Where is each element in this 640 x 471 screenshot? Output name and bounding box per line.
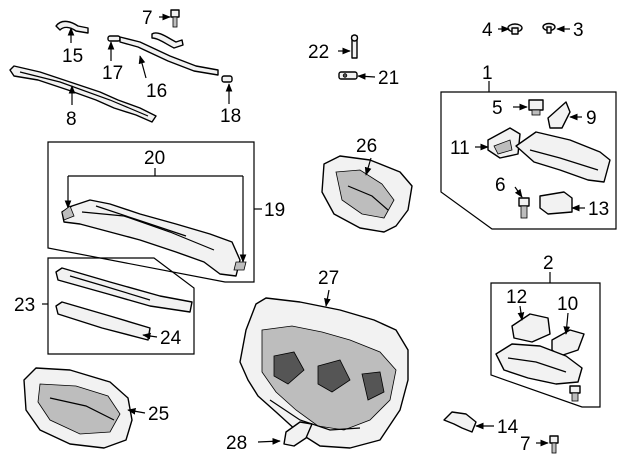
callout-10: 10 [557,294,578,315]
part-6-bolt [518,197,530,219]
callout-16: 16 [146,81,167,102]
callout-25: 25 [148,404,169,425]
callout-26: 26 [356,136,377,157]
group-1-frame [440,91,617,230]
group-2-frame [490,282,601,408]
part-2-duct [495,343,583,385]
part-28-bracket [283,421,313,447]
part-1-cowl-top [515,131,611,183]
part-8-cowl-bar [9,65,157,123]
group-23-frame [47,257,195,355]
callout-21: 21 [378,68,399,89]
part-21-bracket [338,71,358,80]
callout-8: 8 [66,109,77,130]
callout-labels: 1 2 3 4 5 6 7 7 8 9 10 11 12 13 14 15 16… [14,8,609,455]
callout-4: 4 [482,20,493,41]
callout-7-top: 7 [142,8,153,29]
part-22-clip [350,34,359,59]
part-15-hose [55,20,89,34]
part-25-dash-panel [23,367,133,449]
callout-15: 15 [62,46,83,67]
callout-9: 9 [586,108,597,129]
callout-27: 27 [318,268,339,289]
callout-1: 1 [482,63,493,84]
callout-18: 18 [220,106,241,127]
part-26-insulator [321,155,413,233]
callout-5: 5 [492,98,503,119]
part-7-bolt-bottom [549,435,559,454]
part-16-rod [107,35,233,83]
part-14-duct [443,411,477,433]
callout-17: 17 [102,63,123,84]
part-27-dashboard [239,297,409,449]
part-11-bracket [487,127,521,159]
callout-11: 11 [450,138,470,159]
part-4-clip [507,23,523,35]
callout-24: 24 [160,328,182,349]
part-9-bracket [547,101,571,129]
callout-28: 28 [226,433,247,454]
callout-14: 14 [497,417,519,438]
callout-19: 19 [264,200,285,221]
callout-2: 2 [543,253,554,274]
callout-6: 6 [495,175,506,196]
leader-lines [42,13,585,447]
callout-23: 23 [14,295,35,316]
part-3-clip [542,22,556,34]
part-13-brace [539,191,573,215]
part-5-clip [528,99,544,116]
part-12-bracket [511,313,551,343]
group-19-frame [47,141,255,283]
callout-20: 20 [144,148,165,169]
callout-12: 12 [506,287,527,308]
part-23-panel [55,267,193,313]
callout-7-bottom: 7 [520,434,531,455]
part-24-insulator [55,301,151,341]
callout-22: 22 [308,42,329,63]
callout-3: 3 [573,20,584,41]
callout-13: 13 [588,199,609,220]
part-bolt-box2 [569,385,581,402]
part-20-cowl-panel [61,199,247,277]
part-7-bolt-top [151,9,184,49]
